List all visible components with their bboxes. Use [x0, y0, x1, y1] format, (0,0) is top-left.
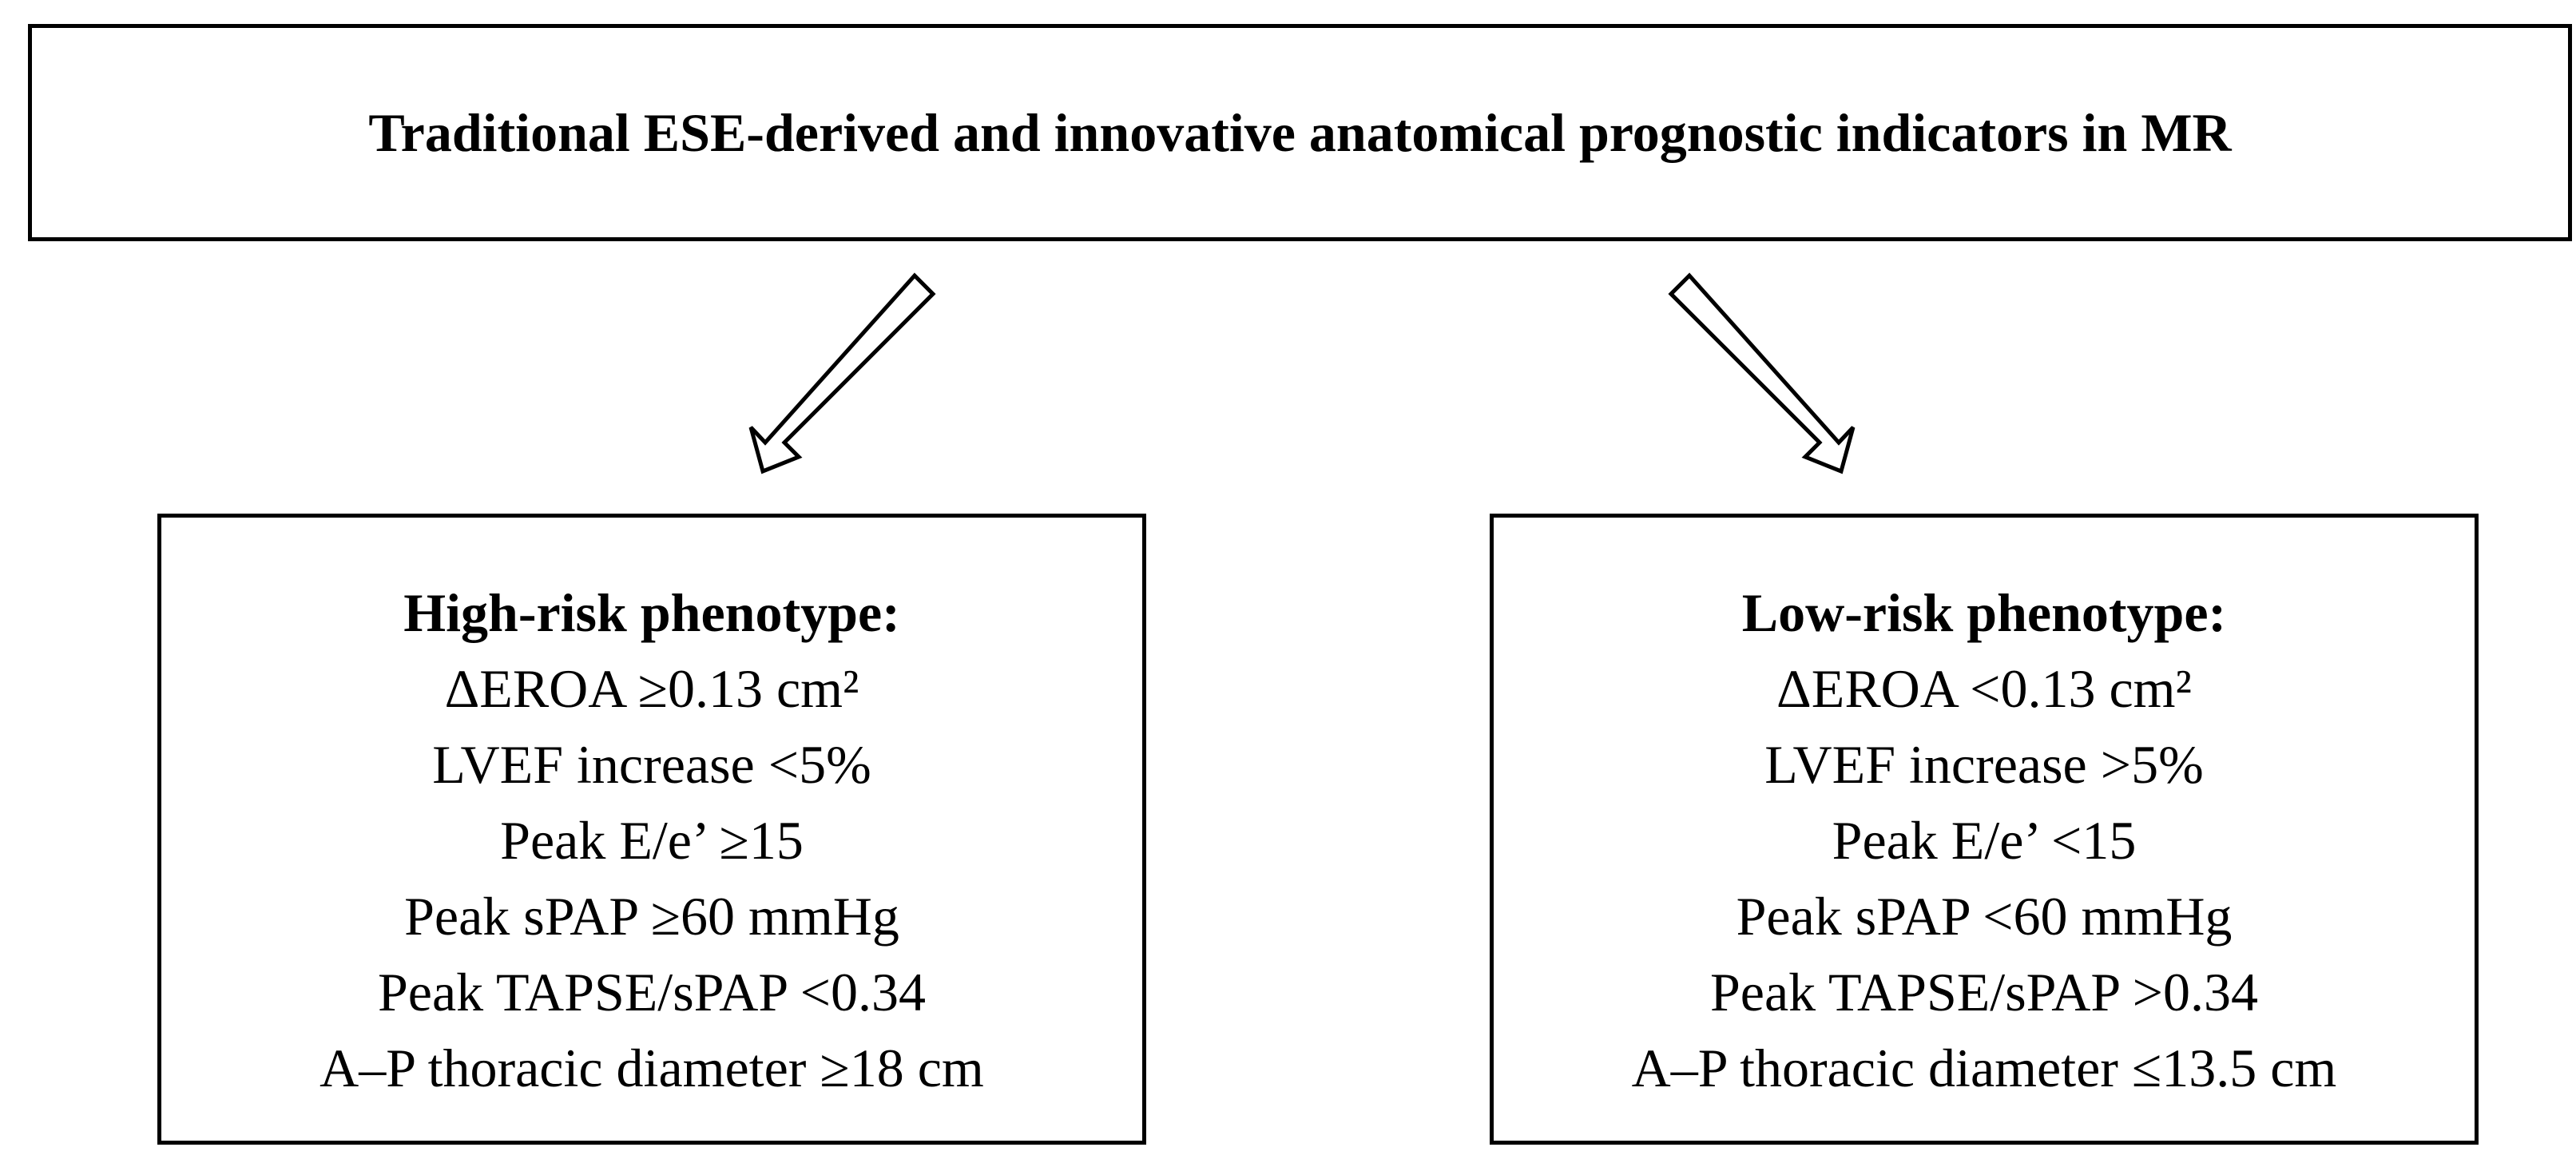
high-risk-item: ΔEROA ≥0.13 cm²	[444, 658, 859, 719]
low-risk-heading: Low-risk phenotype:	[1741, 582, 2227, 643]
high-risk-item: Peak TAPSE/sPAP <0.34	[377, 962, 926, 1022]
title-box: Traditional ESE-derived and innovative a…	[28, 24, 2572, 241]
low-risk-item: Peak E/e’ <15	[1832, 810, 2137, 871]
arrow-right-icon	[1668, 272, 1856, 474]
diagram-title: Traditional ESE-derived and innovative a…	[368, 101, 2232, 163]
high-risk-item: Peak sPAP ≥60 mmHg	[404, 886, 899, 947]
low-risk-item: ΔEROA <0.13 cm²	[1776, 658, 2192, 719]
low-risk-item: Peak TAPSE/sPAP >0.34	[1709, 962, 2258, 1022]
low-risk-item: Peak sPAP <60 mmHg	[1736, 886, 2233, 947]
high-risk-content: High-risk phenotype: ΔEROA ≥0.13 cm² LVE…	[161, 575, 1142, 1106]
low-risk-item: LVEF increase >5%	[1764, 734, 2204, 795]
high-risk-item: Peak E/e’ ≥15	[500, 810, 804, 871]
high-risk-box: High-risk phenotype: ΔEROA ≥0.13 cm² LVE…	[157, 514, 1146, 1145]
high-risk-item: LVEF increase <5%	[432, 734, 871, 795]
high-risk-heading: High-risk phenotype:	[403, 582, 900, 643]
low-risk-item: A–P thoracic diameter ≤13.5 cm	[1631, 1038, 2337, 1098]
high-risk-item: A–P thoracic diameter ≥18 cm	[320, 1038, 984, 1098]
low-risk-content: Low-risk phenotype: ΔEROA <0.13 cm² LVEF…	[1494, 575, 2475, 1106]
low-risk-box: Low-risk phenotype: ΔEROA <0.13 cm² LVEF…	[1490, 514, 2479, 1145]
arrow-left-icon	[748, 272, 936, 474]
